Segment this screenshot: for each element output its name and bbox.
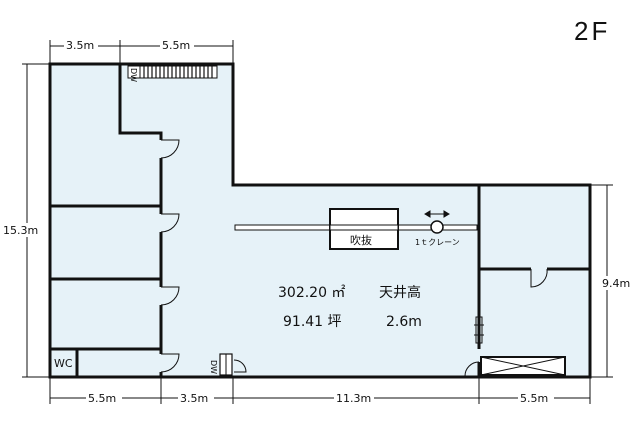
crane-label: 1ｔクレーン <box>415 238 460 247</box>
corridor-partition-wall <box>118 62 163 379</box>
door-swing-1 <box>160 139 180 159</box>
dimension-labels: 3.5m 5.5m 15.3m 9.4m 5.5m 3.5m 11.3m 5.5… <box>2 39 637 405</box>
ceiling-height-label: 天井高 <box>379 284 421 301</box>
crane-hook-icon <box>430 220 444 234</box>
void-inner-rail <box>329 224 399 231</box>
dim-left-height: 15.3m <box>3 224 38 237</box>
fixture-box <box>480 356 566 376</box>
dw-bottom: DW <box>209 353 247 376</box>
dw-bottom-swing <box>233 359 247 373</box>
dim-bottom-4: 5.5m <box>520 392 548 405</box>
right-wing-fill <box>479 185 590 377</box>
door-swing-3 <box>160 286 180 306</box>
door-swing-4 <box>160 353 180 373</box>
area-tsubo: 91.41 坪 <box>283 314 342 330</box>
area-square-meters: 302.20 ㎡ <box>278 285 345 301</box>
room-fills <box>50 64 590 377</box>
dim-top-left: 3.5m <box>66 39 94 52</box>
ceiling-height-value: 2.6m <box>386 314 422 330</box>
dw-top-label: DW <box>129 68 138 82</box>
crane-travel-arrow-icon <box>424 210 450 218</box>
left-column-fill <box>50 64 161 377</box>
sliding-door-panel <box>475 316 483 344</box>
dim-bottom-1: 5.5m <box>88 392 116 405</box>
door-swing-5 <box>530 268 548 288</box>
wc-label: WC <box>54 357 73 370</box>
floor-label: 2F <box>574 16 610 46</box>
dim-bottom-3: 11.3m <box>336 392 371 405</box>
door-swings <box>160 139 548 377</box>
stair-treads <box>143 66 213 78</box>
door-gaps <box>159 140 547 372</box>
dim-top-right: 5.5m <box>162 39 190 52</box>
crane-assembly: 吹抜 1ｔクレーン <box>234 208 478 250</box>
dw-bottom-label: DW <box>209 360 218 374</box>
dim-right-height: 9.4m <box>602 277 630 290</box>
dw-top-strip: DW <box>127 65 218 82</box>
door-swing-6 <box>464 361 480 377</box>
stair-strip <box>139 65 218 79</box>
void-label: 吹抜 <box>350 233 372 247</box>
door-swing-2 <box>160 213 180 233</box>
dim-bottom-2: 3.5m <box>180 392 208 405</box>
sliding-door-mark <box>474 316 484 344</box>
corridor-fill <box>161 64 233 377</box>
